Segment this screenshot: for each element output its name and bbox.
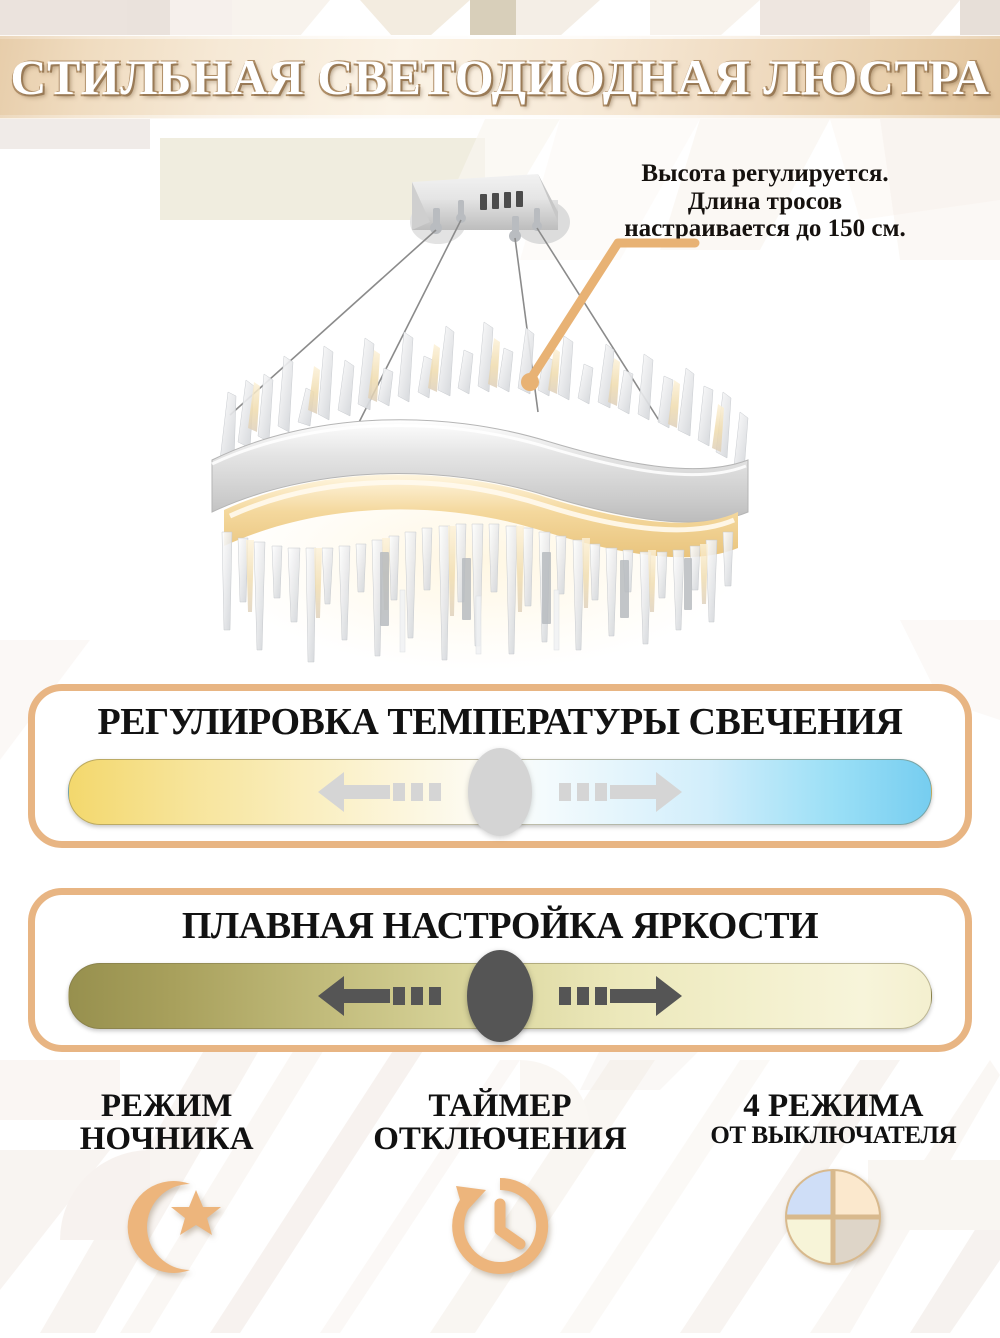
header-banner: СТИЛЬНАЯ СВЕТОДИОДНАЯ ЛЮСТРА — [0, 35, 1000, 119]
timer-clock-icon-svg — [452, 1177, 549, 1274]
chandelier-chrome-band — [211, 419, 749, 523]
feature-off-timer-line-1: ТАЙМЕР — [428, 1088, 572, 1124]
dash-mark — [411, 987, 423, 1005]
panel-title-temperature: РЕГУЛИРОВКА ТЕМПЕРАТУРЫ СВЕЧЕНИЯ — [97, 701, 903, 743]
arrow-left-icon — [318, 772, 390, 812]
callout-leader-line — [490, 225, 700, 405]
slider-brightness[interactable] — [68, 950, 932, 1042]
callout-line-1: Высота регулируется. — [641, 160, 889, 187]
callout-line-3: настраивается до 150 см. — [624, 215, 906, 242]
moon-star-icon-svg — [127, 1181, 221, 1273]
dash-mark — [577, 783, 589, 801]
arrow-right-brightness — [556, 973, 682, 1019]
feature-four-modes-line-1: 4 РЕЖИМА — [743, 1088, 924, 1124]
callout-line-2: Длина тросов — [687, 187, 843, 215]
page-title: СТИЛЬНАЯ СВЕТОДИОДНАЯ ЛЮСТРА — [10, 49, 990, 105]
arrow-left-brightness — [318, 973, 444, 1019]
dash-mark — [411, 783, 423, 801]
callout-annotation: Высота регулируется. Длина тросов настра… — [575, 160, 955, 243]
dash-mark — [429, 987, 441, 1005]
dash-mark — [577, 987, 589, 1005]
led-glow-strip — [224, 474, 738, 558]
feature-night-mode-line-2: НОЧНИКА — [79, 1121, 254, 1157]
slider-arrow-indicators-temperature — [69, 760, 931, 824]
leader-line-svg — [521, 238, 700, 391]
arrow-right-icon — [610, 772, 682, 812]
product-image-chandelier — [190, 160, 770, 670]
feature-off-timer: ТАЙМЕР ОТКЛЮЧЕНИЯ — [333, 1090, 666, 1333]
four-modes-circle-icon-svg — [785, 1169, 882, 1265]
slider-handle-brightness[interactable] — [467, 950, 533, 1042]
arrow-right-icon — [610, 976, 682, 1016]
crystal-drops-lower — [221, 523, 734, 663]
slider-color-temperature[interactable] — [68, 748, 932, 836]
dash-mark — [393, 783, 405, 801]
ceiling-mount-plate — [410, 174, 570, 244]
moon-star-icon — [112, 1174, 222, 1283]
slider-arrow-indicators-brightness — [69, 964, 931, 1028]
panel-brightness: ПЛАВНАЯ НАСТРОЙКА ЯРКОСТИ — [28, 888, 972, 1052]
dash-mark — [559, 783, 571, 801]
four-modes-circle-icon — [782, 1166, 884, 1273]
crystal-spikes-upper — [219, 321, 749, 473]
bottom-feature-row: РЕЖИМ НОЧНИКА ТАЙМЕР ОТКЛЮЧЕНИЯ 4 РЕЖИМА… — [0, 1090, 1000, 1333]
feature-night-mode-line-1: РЕЖИМ — [100, 1088, 233, 1124]
dash-mark — [393, 987, 405, 1005]
timer-clock-icon — [448, 1174, 552, 1283]
dash-mark — [429, 783, 441, 801]
dash-mark — [595, 783, 607, 801]
chandelier-illustration — [211, 174, 749, 670]
feature-four-modes-line-2: ОТ ВЫКЛЮЧАТЕЛЯ — [710, 1122, 957, 1149]
dash-mark — [595, 987, 607, 1005]
arrow-right-temperature — [556, 769, 682, 815]
arrow-left-icon — [318, 976, 390, 1016]
panel-color-temperature: РЕГУЛИРОВКА ТЕМПЕРАТУРЫ СВЕЧЕНИЯ — [28, 684, 972, 848]
panel-title-brightness: ПЛАВНАЯ НАСТРОЙКА ЯРКОСТИ — [181, 905, 819, 947]
slider-handle-temperature[interactable] — [468, 748, 532, 836]
feature-four-modes: 4 РЕЖИМА ОТ ВЫКЛЮЧАТЕЛЯ — [667, 1090, 1000, 1333]
feature-off-timer-line-2: ОТКЛЮЧЕНИЯ — [373, 1121, 627, 1157]
arrow-left-temperature — [318, 769, 444, 815]
feature-night-mode: РЕЖИМ НОЧНИКА — [0, 1090, 333, 1333]
dash-mark — [559, 987, 571, 1005]
